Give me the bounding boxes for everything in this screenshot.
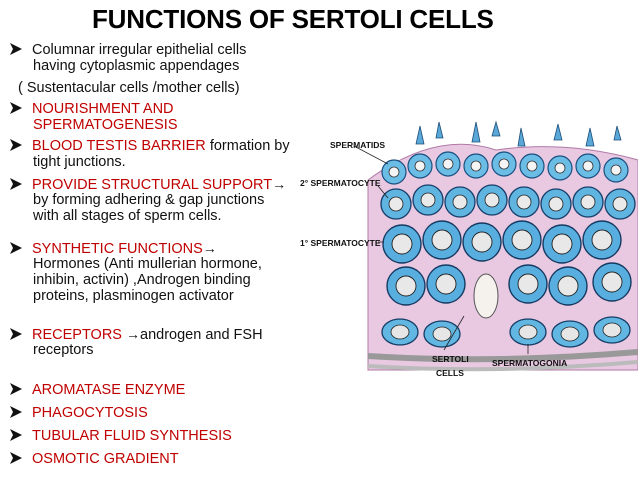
item-highlight: BLOOD TESTIS BARRIER xyxy=(32,138,206,154)
item-text: TUBULAR FLUID SYNTHESIS xyxy=(32,428,232,444)
list-item: AROMATASE ENZYME xyxy=(10,382,185,399)
list-item: PROVIDE STRUCTURAL SUPPORT→ xyxy=(10,176,286,194)
item-text: AROMATASE ENZYME xyxy=(32,382,186,398)
arrow-bullet-icon xyxy=(10,405,32,422)
item-highlight: PROVIDE STRUCTURAL SUPPORT xyxy=(32,177,273,193)
label-secondary-spermatocyte: 2° SPERMATOCYTE xyxy=(300,178,381,188)
label-sertoli: SERTOLI xyxy=(432,354,469,364)
label-sertoli-cells: CELLS xyxy=(436,368,464,378)
list-item: RECEPTORS →androgen and FSH xyxy=(10,326,263,344)
label-spermatids: SPERMATIDS xyxy=(330,140,385,150)
list-item: NOURISHMENT AND xyxy=(10,101,174,118)
arrow-bullet-icon xyxy=(10,177,32,194)
list-item: TUBULAR FLUID SYNTHESIS xyxy=(10,428,232,445)
list-item: Columnar irregular epithelial cells xyxy=(10,42,246,59)
item-highlight: RECEPTORS xyxy=(32,327,127,343)
item-continuation: tight junctions. xyxy=(33,154,126,170)
item-continuation: with all stages of sperm cells. xyxy=(33,208,222,224)
list-item: SYNTHETIC FUNCTIONS→ xyxy=(10,240,217,258)
item-highlight: SYNTHETIC FUNCTIONS xyxy=(32,241,203,257)
sertoli-nucleus xyxy=(473,273,499,319)
arrow-bullet-icon xyxy=(10,101,32,118)
item-continuation: having cytoplasmic appendages xyxy=(33,58,240,74)
item-text: PHAGOCYTOSIS xyxy=(32,405,148,421)
list-note: ( Sustentacular cells /mother cells) xyxy=(18,80,240,96)
arrow-bullet-icon xyxy=(10,428,32,445)
arrow-bullet-icon xyxy=(10,451,32,468)
item-text: androgen and FSH xyxy=(140,327,263,343)
item-continuation: receptors xyxy=(33,342,94,358)
item-continuation: proteins, plasminogen activator xyxy=(33,288,234,304)
right-arrow-icon: → xyxy=(202,240,217,256)
list-item: BLOOD TESTIS BARRIER formation by xyxy=(10,138,290,155)
spermatids xyxy=(415,120,622,147)
arrow-bullet-icon xyxy=(10,42,32,59)
list-item: PHAGOCYTOSIS xyxy=(10,405,148,422)
sertoli-cell-diagram: SPERMATIDS 2° SPERMATOCYTE 1° SPERMATOCY… xyxy=(300,120,638,378)
page-title: FUNCTIONS OF SERTOLI CELLS xyxy=(92,4,494,34)
item-text: OSMOTIC GRADIENT xyxy=(32,451,179,467)
arrow-bullet-icon xyxy=(10,382,32,399)
arrow-bullet-icon xyxy=(10,138,32,155)
label-spermatogonia: SPERMATOGONIA xyxy=(492,358,567,368)
arrow-bullet-icon xyxy=(10,241,32,258)
item-continuation: by forming adhering & gap junctions xyxy=(33,192,265,208)
right-arrow-icon: → xyxy=(126,326,141,342)
item-continuation: Hormones (Anti mullerian hormone, xyxy=(33,256,262,272)
item-continuation: inhibin, activin) ,Androgen binding xyxy=(33,272,251,288)
item-text: formation by xyxy=(209,138,290,154)
label-primary-spermatocyte: 1° SPERMATOCYTE xyxy=(300,238,381,248)
item-continuation: SPERMATOGENESIS xyxy=(33,117,178,133)
basement-membrane xyxy=(367,349,638,363)
list-item: OSMOTIC GRADIENT xyxy=(10,451,179,468)
item-text: Columnar irregular epithelial cells xyxy=(32,42,247,58)
right-arrow-icon: → xyxy=(272,176,287,192)
item-text: NOURISHMENT AND xyxy=(32,101,174,117)
arrow-bullet-icon xyxy=(10,327,32,344)
